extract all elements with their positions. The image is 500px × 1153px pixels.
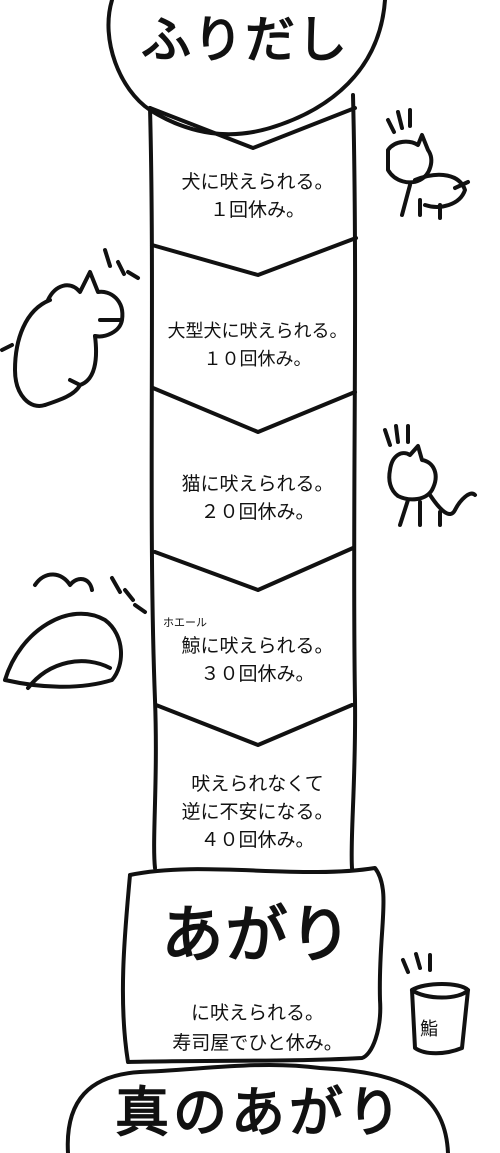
square-4-ruby: ホエール bbox=[163, 616, 207, 629]
square-4-line-2: ３０回休み。 bbox=[200, 663, 315, 685]
final-box bbox=[65, 1062, 450, 1153]
cat-illustration bbox=[383, 424, 477, 527]
start-circle bbox=[106, 0, 387, 137]
whale-illustration bbox=[3, 572, 147, 690]
divider-1 bbox=[148, 106, 357, 150]
square-1-text: 犬に吠えられる。 １回休み。 bbox=[150, 168, 365, 224]
square-1-line-1: 犬に吠えられる。 bbox=[181, 171, 334, 193]
start-label: ふりだし bbox=[141, 11, 349, 69]
square-5-line-2: 逆に不安になる。 bbox=[181, 801, 334, 823]
square-5-line-3: ４０回休み。 bbox=[200, 829, 315, 851]
square-2-line-1: 大型犬に吠えられる。 bbox=[167, 321, 348, 342]
sushi-cup-illustration bbox=[401, 952, 470, 1056]
column-right-edge bbox=[349, 93, 358, 870]
divider-2 bbox=[150, 236, 358, 277]
small-dog-illustration bbox=[386, 108, 470, 220]
divider-4 bbox=[153, 546, 355, 592]
divider-5 bbox=[154, 703, 354, 747]
square-1-line-2: １回休み。 bbox=[209, 199, 305, 221]
big-dog-illustration bbox=[0, 248, 140, 408]
square-2-line-2: １０回休み。 bbox=[203, 349, 312, 370]
goal-line-1: に吠えられる。 bbox=[190, 1002, 324, 1024]
goal-label: あがり bbox=[161, 898, 354, 971]
square-3-text: 猫に吠えられる。 ２０回休み。 bbox=[150, 470, 365, 526]
divider-3 bbox=[151, 386, 357, 434]
goal-box bbox=[120, 866, 386, 1064]
goal-text: に吠えられる。 寿司屋でひと休み。 bbox=[125, 998, 390, 1058]
square-4-text: 鯨に吠えられる。 ３０回休み。 bbox=[150, 632, 365, 688]
square-2-text: 大型犬に吠えられる。 １０回休み。 bbox=[150, 318, 365, 374]
final-label: 真のあがり bbox=[115, 1081, 405, 1144]
sushi-cup-text: 鮨 bbox=[420, 1019, 438, 1040]
column-left-edge bbox=[148, 106, 158, 870]
goal-line-2: 寿司屋でひと休み。 bbox=[172, 1032, 343, 1054]
square-4-line-1: 鯨に吠えられる。 bbox=[181, 635, 334, 657]
square-5-line-1: 吠えられなくて bbox=[191, 773, 324, 795]
square-5-text: 吠えられなくて 逆に不安になる。 ４０回休み。 bbox=[150, 770, 365, 854]
square-3-line-2: ２０回休み。 bbox=[200, 501, 315, 523]
square-3-line-1: 猫に吠えられる。 bbox=[181, 473, 334, 495]
